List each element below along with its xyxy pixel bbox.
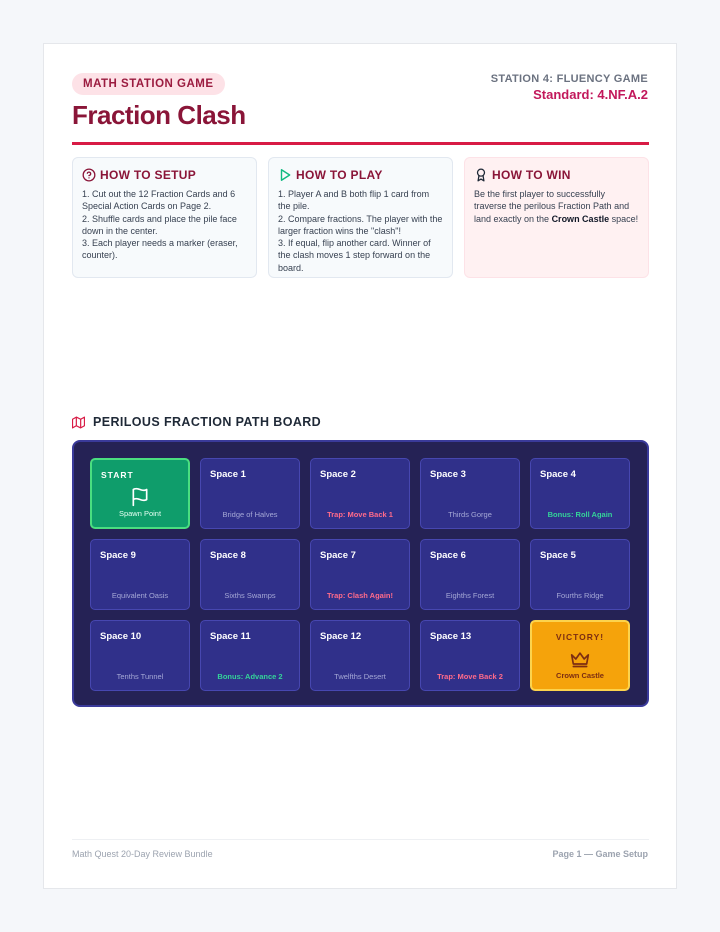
setup-card-body: 1. Cut out the 12 Fraction Cards and 6 S… (82, 188, 247, 262)
tile-subtitle: Crown Castle (556, 671, 604, 680)
board-tile: Space 9 Equivalent Oasis (90, 539, 190, 610)
standard-label: Standard: 4.NF.A.2 (533, 87, 648, 102)
question-circle-icon (82, 168, 96, 182)
tile-subtitle: Bonus: Advance 2 (217, 672, 283, 681)
start-tile: START Spawn Point (90, 458, 190, 529)
win-text: Be the first player to successfully trav… (474, 189, 630, 224)
tile-subtitle: Fourths Ridge (556, 591, 604, 600)
play-card-title: HOW TO PLAY (296, 168, 383, 182)
setup-card-title: HOW TO SETUP (100, 168, 197, 182)
page-title: Fraction Clash (72, 100, 246, 130)
footer-divider (72, 839, 649, 840)
board-tile: Space 3 Thirds Gorge (420, 458, 520, 529)
board-title: PERILOUS FRACTION PATH BOARD (93, 415, 322, 429)
tile-subtitle: Thirds Gorge (448, 510, 492, 519)
map-icon (72, 415, 85, 429)
tile-subtitle: Eighths Forest (445, 591, 495, 600)
board-tile: Space 2 Trap: Move Back 1 (310, 458, 410, 529)
board-tile: Space 12 Twelfths Desert (310, 620, 410, 691)
play-card-header: HOW TO PLAY (278, 167, 443, 183)
tile-name: Space 2 (320, 469, 356, 480)
board-tile: Space 8 Sixths Swamps (200, 539, 300, 610)
award-icon (476, 168, 486, 182)
tile-name: Space 5 (540, 550, 576, 561)
setup-card: HOW TO SETUP 1. Cut out the 12 Fraction … (72, 157, 257, 278)
tile-subtitle: Bridge of Halves (222, 510, 278, 519)
tile-subtitle: Trap: Move Back 1 (327, 510, 393, 519)
play-step: 3. If equal, flip another card. Winner o… (278, 238, 431, 273)
win-card-body: Be the first player to successfully trav… (474, 188, 639, 225)
tile-name: START (101, 470, 134, 480)
setup-step: 2. Shuffle cards and place the pile face… (82, 213, 237, 236)
tile-name: VICTORY! (555, 632, 605, 642)
play-card-body: 1. Player A and B both flip 1 card from … (278, 188, 443, 274)
play-step: 2. Compare fractions. The player with th… (278, 213, 443, 236)
board-tile: Space 6 Eighths Forest (420, 539, 520, 610)
play-step: 1. Player A and B both flip 1 card from … (278, 189, 430, 212)
tile-subtitle: Trap: Clash Again! (327, 591, 393, 600)
tile-name: Space 10 (100, 631, 142, 642)
tile-subtitle: Bonus: Roll Again (547, 510, 613, 519)
board-tile: Space 4 Bonus: Roll Again (530, 458, 630, 529)
victory-tile: VICTORY! Crown Castle (530, 620, 630, 691)
tile-name: Space 12 (320, 631, 362, 642)
tile-subtitle: Spawn Point (118, 509, 162, 518)
win-card: HOW TO WIN Be the first player to succes… (464, 157, 649, 278)
board-tile: Space 13 Trap: Move Back 2 (420, 620, 520, 691)
win-text-end: space! (609, 213, 639, 224)
tile-name: Space 4 (540, 469, 576, 480)
play-icon (280, 169, 291, 181)
win-card-header: HOW TO WIN (474, 167, 639, 183)
board-tile: Space 7 Trap: Clash Again! (310, 539, 410, 610)
tile-subtitle: Sixths Swamps (224, 591, 276, 600)
tile-subtitle: Equivalent Oasis (111, 591, 169, 600)
win-card-title: HOW TO WIN (492, 168, 571, 182)
setup-step: 3. Each player needs a marker (eraser, c… (82, 238, 238, 261)
tile-name: Space 13 (430, 631, 472, 642)
station-label: STATION 4: FLUENCY GAME (490, 73, 648, 85)
footer-page-label: Page 1 — Game Setup (552, 849, 648, 859)
category-badge: MATH STATION GAME (72, 73, 225, 95)
tile-name: Space 8 (210, 550, 246, 561)
title-divider (72, 142, 649, 145)
board-tile: Space 11 Bonus: Advance 2 (200, 620, 300, 691)
tile-name: Space 1 (210, 469, 246, 480)
crown-icon (532, 649, 628, 674)
win-goal: Crown Castle (551, 213, 610, 224)
footer-bundle-name: Math Quest 20-Day Review Bundle (72, 849, 213, 859)
tile-subtitle: Trap: Move Back 2 (437, 672, 503, 681)
board-tile: Space 1 Bridge of Halves (200, 458, 300, 529)
game-page: MATH STATION GAME Fraction Clash STATION… (43, 43, 677, 889)
setup-card-header: HOW TO SETUP (82, 167, 247, 183)
board-tile: Space 10 Tenths Tunnel (90, 620, 190, 691)
tile-name: Space 6 (430, 550, 466, 561)
tile-subtitle: Twelfths Desert (334, 672, 386, 681)
tile-name: Space 3 (430, 469, 466, 480)
play-card: HOW TO PLAY 1. Player A and B both flip … (268, 157, 453, 278)
tile-name: Space 11 (210, 631, 251, 642)
board-heading: PERILOUS FRACTION PATH BOARD (72, 415, 321, 429)
tile-name: Space 7 (320, 550, 356, 561)
tile-subtitle: Tenths Tunnel (116, 672, 164, 681)
setup-step: 1. Cut out the 12 Fraction Cards and 6 S… (82, 189, 236, 212)
tile-name: Space 9 (100, 550, 136, 561)
flag-icon (92, 487, 188, 512)
board-tile: Space 5 Fourths Ridge (530, 539, 630, 610)
